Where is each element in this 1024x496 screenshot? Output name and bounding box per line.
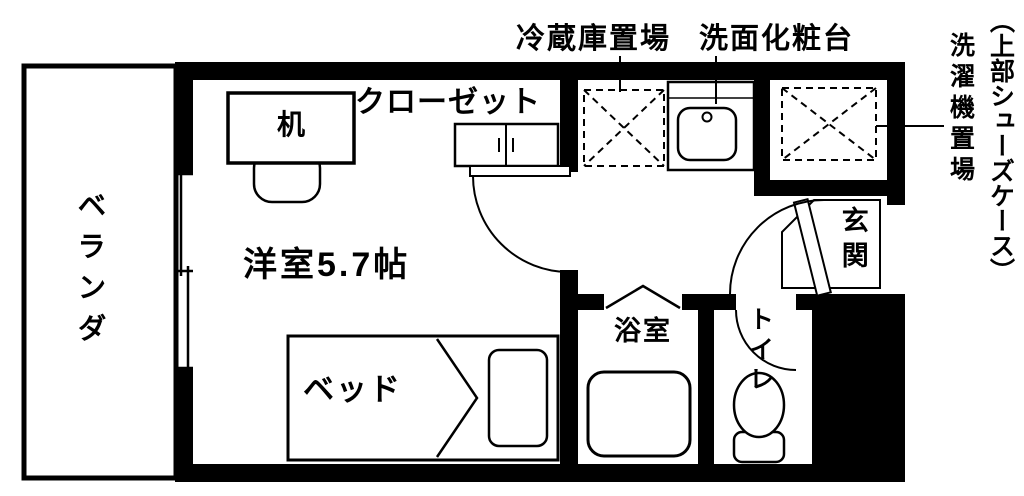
washer-note: 洗濯機置場 — [946, 32, 975, 187]
bath-label: 浴室 — [614, 316, 672, 346]
wall-top — [175, 62, 905, 80]
leader-lines — [619, 56, 944, 127]
vanity-label: 洗面化粧台 — [699, 23, 855, 55]
wall-vanity-right — [754, 80, 770, 196]
bed-fold-lines — [435, 338, 479, 458]
entrance-door-arc — [729, 199, 825, 295]
bed-label: ベッド — [303, 372, 402, 407]
wall-room-upper — [560, 80, 578, 172]
bathtub — [586, 370, 692, 458]
entrance-door-leaf — [792, 197, 833, 297]
walls — [175, 62, 905, 482]
wall-left-lower — [175, 368, 193, 482]
shoecase-note: （上部シューズケース） — [986, 8, 1015, 283]
room-label: 洋室5.7帖 — [243, 246, 411, 284]
vanity-sink — [676, 106, 738, 162]
fridge-label: 冷蔵庫置場 — [516, 23, 672, 55]
wall-bottom — [175, 464, 905, 482]
wall-bath-toilet — [698, 310, 714, 464]
veranda-outline — [21, 63, 179, 481]
veranda-label: ベランダ — [72, 190, 105, 354]
wall-room-lower — [560, 270, 578, 482]
pillow — [487, 348, 549, 448]
desk — [226, 91, 356, 165]
desk-label: 机 — [276, 109, 305, 140]
toilet-door-arc — [735, 309, 797, 371]
bath-folding-door — [605, 284, 681, 310]
wall-corridor-b — [682, 294, 736, 310]
wall-corridor-c — [796, 294, 812, 310]
washer-space — [781, 87, 877, 161]
toilet-bowl — [732, 371, 786, 439]
closet-label: クローゼット — [355, 86, 541, 119]
wall-right-block — [812, 294, 905, 482]
toilet-label: トイレ — [745, 306, 774, 396]
entrance-label: 玄関 — [837, 206, 868, 276]
vanity-faucet — [701, 111, 713, 123]
room-door-leaf — [469, 165, 571, 177]
room-door-arc — [472, 175, 570, 273]
wall-washer-bottom — [770, 180, 905, 196]
fridge-space — [583, 89, 665, 167]
wall-left-upper — [175, 62, 193, 174]
veranda-window — [176, 172, 193, 370]
wall-right-upper — [887, 62, 905, 205]
wall-corridor-a — [578, 294, 604, 310]
